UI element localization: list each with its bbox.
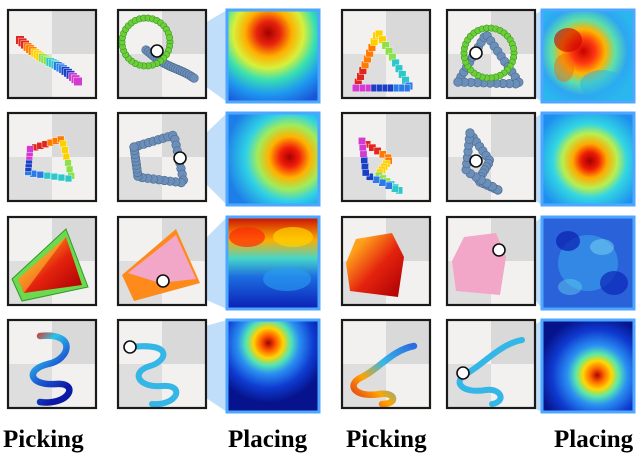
action-marker-r2 — [469, 154, 483, 168]
place-frame-l2 — [116, 111, 208, 203]
action-marker-l3 — [156, 274, 170, 288]
heatmap-l3-border — [225, 215, 321, 311]
heatmap-r4 — [542, 320, 634, 412]
cable-place-l4 — [127, 343, 180, 408]
heatmap-l1-border — [225, 8, 321, 104]
pick-frame-l1 — [6, 8, 98, 100]
cloth-r3 — [346, 233, 404, 297]
heatmap-r4-border — [540, 318, 636, 414]
pick-board-l1 — [8, 10, 96, 98]
heatmap-r3-border — [540, 215, 636, 311]
pick-frame-l4 — [6, 318, 98, 410]
place-board-l4 — [118, 320, 206, 408]
heatmap-r2 — [542, 113, 634, 205]
left-picking-label: Picking — [3, 426, 84, 453]
rope-beads-r1 — [352, 29, 413, 92]
cable-r4 — [350, 342, 418, 408]
action-marker-r4 — [456, 366, 470, 380]
place-frame-r1 — [445, 8, 537, 100]
right-picking-label: Picking — [346, 426, 427, 453]
heatmap-r1-border — [540, 8, 636, 104]
place-frame-r4 — [445, 318, 537, 410]
rope-beads-l1 — [15, 35, 83, 86]
place-frame-l4 — [116, 318, 208, 410]
cable-place-r4 — [456, 337, 525, 407]
cloth-pink-l3 — [128, 235, 196, 283]
action-marker-l4 — [123, 340, 137, 354]
place-frame-l3 — [116, 215, 208, 307]
place-frame-r3 — [445, 215, 537, 307]
cloth-shade-l3 — [18, 237, 66, 293]
rope-beads-l2 — [24, 135, 75, 183]
left-placing-label: Placing — [228, 426, 308, 453]
pick-frame-l2 — [6, 111, 98, 203]
action-marker-r3 — [492, 243, 506, 257]
goal-ring-l1 — [118, 14, 174, 70]
goal-ring-r1 — [460, 24, 518, 82]
panel-grid — [6, 8, 636, 414]
right-placing-label: Placing — [554, 426, 634, 453]
pick-frame-r4 — [340, 318, 432, 410]
action-marker-l2 — [173, 151, 187, 165]
heatmap-l4 — [227, 320, 319, 412]
pick-frame-r1 — [340, 8, 432, 100]
cable-l4 — [29, 332, 73, 406]
heatmap-l2-border — [225, 111, 321, 207]
place-board-r4 — [447, 320, 535, 408]
pick-board-l2 — [8, 113, 96, 201]
pick-frame-r3 — [340, 215, 432, 307]
heatmap-l4-border — [225, 318, 321, 414]
heatmap-l2 — [227, 113, 319, 205]
rope-r1 — [453, 31, 524, 89]
heatmap-r2-border — [540, 111, 636, 207]
rope-r2 — [461, 128, 503, 195]
pick-frame-l3 — [6, 215, 98, 307]
place-frame-r2 — [445, 111, 537, 203]
action-marker-l1 — [150, 44, 164, 58]
rope-beads-r2 — [358, 137, 403, 195]
place-frame-l1 — [116, 8, 208, 100]
place-board-l2 — [118, 113, 206, 201]
pick-frame-r2 — [340, 111, 432, 203]
rope-l2 — [129, 130, 188, 188]
action-marker-r1 — [469, 46, 483, 60]
heatmap-l1 — [227, 10, 319, 102]
